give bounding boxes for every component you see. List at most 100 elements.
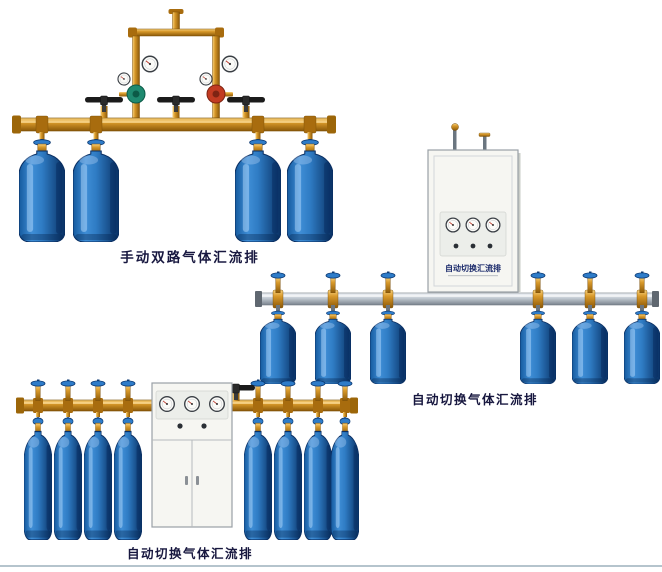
pipe-collar xyxy=(93,398,103,413)
valve-bonnet xyxy=(172,106,180,118)
indicator-light xyxy=(487,243,493,249)
manifold-valve xyxy=(90,379,106,401)
regulator-handle xyxy=(224,92,233,97)
door-handle xyxy=(185,476,188,485)
drop-stem xyxy=(66,412,70,417)
pigtail-stem xyxy=(588,305,592,312)
cabinet-label: 自动切换汇流排 xyxy=(445,263,501,273)
gas-cylinder xyxy=(24,416,52,540)
drop-stem xyxy=(343,412,347,417)
drop-stem xyxy=(93,132,99,143)
pressure-gauge xyxy=(159,396,175,412)
drop-stem xyxy=(255,132,261,143)
door-handle xyxy=(196,476,199,485)
gas-cylinder xyxy=(287,138,333,242)
auto-switching-manifold-gauges-illustration xyxy=(16,379,359,540)
gas-cylinder xyxy=(84,416,112,540)
manifold-valve xyxy=(60,379,76,401)
drop-stem xyxy=(126,412,130,417)
gas-cylinder xyxy=(370,310,406,384)
pressure-gauge xyxy=(465,217,481,233)
cabinet-top-pipe xyxy=(453,128,457,150)
drop-stem xyxy=(39,132,45,143)
regulator-handle xyxy=(119,92,128,97)
gas-cylinder xyxy=(73,138,119,242)
pipe-collar xyxy=(313,398,323,413)
pigtail-stem xyxy=(640,305,644,312)
gas-cylinder xyxy=(260,310,296,384)
pressure-gauge xyxy=(141,55,159,73)
rail-end-cap xyxy=(255,291,262,307)
pipe-collar xyxy=(89,115,103,134)
gas-cylinder xyxy=(235,138,281,242)
indicator-knob xyxy=(201,423,207,429)
gas-cylinder xyxy=(244,416,272,540)
manifold-valve xyxy=(120,379,136,401)
pipe-collar xyxy=(251,115,265,134)
top-pipe-fitting xyxy=(451,123,459,131)
upper-header-pipe xyxy=(129,28,223,37)
pipe-collar xyxy=(123,398,133,413)
product-caption-auto-switch-gauges: 自动切换气体汇流排 xyxy=(126,546,253,561)
pipe-end-cap xyxy=(16,397,24,414)
drop-stem xyxy=(286,412,290,417)
rail-end-cap xyxy=(652,291,659,307)
pressure-gauge xyxy=(485,217,501,233)
top-pipe-tee xyxy=(478,132,491,137)
drop-stem xyxy=(96,412,100,417)
manifold-valve xyxy=(530,271,546,293)
manifold-valve xyxy=(634,271,650,293)
riser-pipe-right xyxy=(212,35,220,119)
gas-cylinder xyxy=(572,310,608,384)
cabinet-sublabel-line xyxy=(448,275,498,277)
cabinet-top-pipe xyxy=(483,136,487,150)
manifold-valve xyxy=(380,271,396,293)
main-manifold-pipe xyxy=(15,117,333,132)
pigtail-stem xyxy=(331,305,335,312)
manual-valve-handle xyxy=(226,95,266,112)
pipe-collar xyxy=(340,398,350,413)
pigtail-stem xyxy=(276,305,280,312)
manifold-valve xyxy=(337,379,353,401)
manifold-valve xyxy=(30,379,46,401)
pipe-end-cap xyxy=(327,115,336,134)
gas-cylinder xyxy=(315,310,351,384)
pipe-elbow xyxy=(128,27,137,38)
pigtail-stem xyxy=(386,305,390,312)
drop-stem xyxy=(316,412,320,417)
valve-bonnet xyxy=(242,106,250,118)
product-caption-manual-dual: 手动双路气体汇流排 xyxy=(120,250,260,266)
indicator-knob xyxy=(177,423,183,429)
manual-dual-manifold-illustration xyxy=(12,9,336,242)
gas-cylinder xyxy=(624,310,660,384)
pipe-end-cap xyxy=(12,115,21,134)
pipe-highlight xyxy=(20,402,152,404)
regulator-knob xyxy=(212,90,220,98)
rail-highlight xyxy=(258,295,656,297)
regulator-knob xyxy=(132,90,140,98)
riser-pipe-left xyxy=(132,35,140,119)
manifold-valve xyxy=(582,271,598,293)
cabinet-inner-panel xyxy=(433,155,513,287)
gas-cylinder xyxy=(274,416,302,540)
gas-cylinder xyxy=(54,416,82,540)
cabinet-shadow xyxy=(518,153,521,292)
pipe-collar xyxy=(303,115,317,134)
gas-cylinder xyxy=(114,416,142,540)
pressure-gauge xyxy=(221,55,239,73)
product-caption-auto-switch-cabinet: 自动切换气体汇流排 xyxy=(411,392,538,407)
manifold-rail xyxy=(257,292,657,306)
gas-cylinder xyxy=(19,138,65,242)
pipe-collar xyxy=(253,398,263,413)
pipe-collar xyxy=(35,115,49,134)
gas-cylinder xyxy=(520,310,556,384)
pressure-gauge xyxy=(184,396,200,412)
manifold-valve xyxy=(280,379,296,401)
indicator-light xyxy=(470,243,476,249)
pipe-end-cap xyxy=(350,397,358,414)
drop-stem xyxy=(36,412,40,417)
pipe-collar xyxy=(33,398,43,413)
pressure-gauge xyxy=(117,72,131,86)
